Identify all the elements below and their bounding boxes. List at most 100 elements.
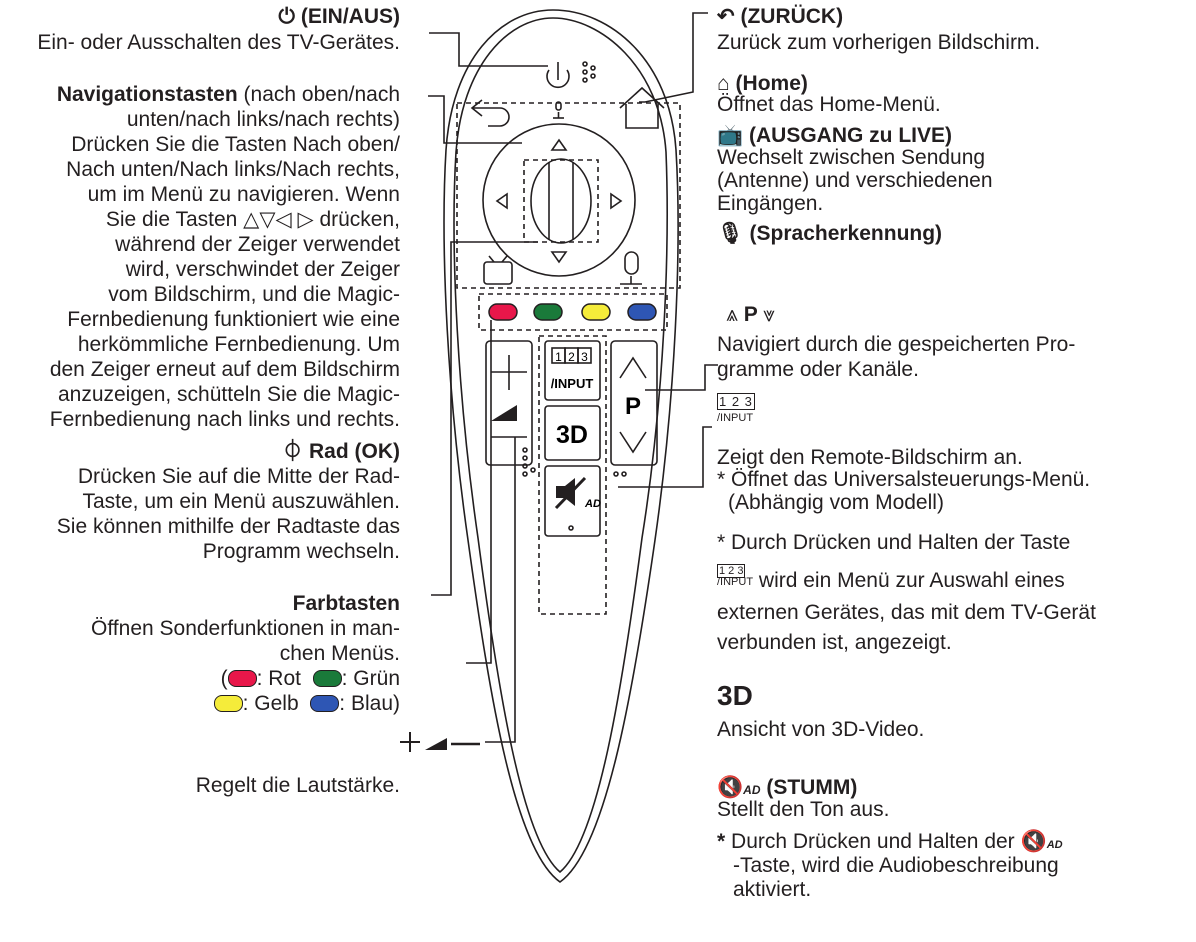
input-line-4-row: 1 2 3/INPUT wird ein Menü zur Auswahl ei… [717, 564, 1065, 594]
colorkeys-legend-row2: : Gelb : Blau) [213, 692, 400, 717]
channel-title: ⩓ P ⩔ [726, 303, 775, 328]
power-title-text: (EIN/AUS) [300, 5, 400, 28]
channel-line-0: Navigiert durch die gespeicherten Pro- [717, 333, 1076, 356]
mute-note-b: -Taste, wird die Audiobeschreibung [733, 854, 1059, 877]
nav-line-12: Fernbedienung nach links und rechts. [49, 408, 400, 431]
callout-line-input [618, 426, 712, 488]
channel-up-icon [619, 356, 647, 379]
live-line-0: Wechselt zwischen Sendung [717, 146, 986, 169]
nav-down-arrow-icon [550, 251, 568, 264]
input-digit-2: 2 [568, 350, 575, 364]
input-line-3: * Durch Drücken und Halten der Taste [717, 531, 1071, 554]
input-line-5: externen Gerätes, das mit dem TV-Gerät [717, 601, 1096, 624]
yellow-label: : Gelb [242, 692, 299, 715]
colorkeys-title: Farbtasten [292, 592, 400, 615]
input-inline-digits: 1 2 3 [717, 564, 746, 578]
mute-note-c: aktiviert. [733, 878, 812, 901]
mute-speaker-icon [554, 476, 587, 510]
callout-line-channel [645, 364, 718, 391]
home-title-text: (Home) [735, 72, 808, 95]
power-icon: ⏻ [278, 5, 295, 28]
red-swatch [227, 670, 257, 687]
volume-desc: Regelt die Lautstärke. [195, 774, 400, 797]
live-line-1: (Antenne) und verschiedenen [717, 169, 993, 192]
wheel-icon: ⏀ [282, 440, 304, 463]
voice-icon: 🎙 [717, 222, 744, 245]
callout-line-nav [428, 95, 522, 144]
mute-title-ad: AD [743, 783, 761, 797]
input-inline-icon: 1 2 3/INPUT [717, 564, 754, 588]
channel-up-icon-legend: ⩓ [726, 303, 738, 326]
input-digits-icon [551, 347, 592, 364]
voice-button-icon [620, 251, 642, 285]
input-inline-label: /INPUT [717, 576, 754, 588]
live-line-2: Eingängen. [717, 192, 824, 215]
channel-down-icon-legend: ⩔ [763, 303, 776, 326]
power-title: ⏻ (EIN/AUS) [278, 5, 400, 30]
voice-small-icon [553, 101, 564, 119]
wheel-line-2: Sie können mithilfe der Radtaste das [56, 515, 400, 538]
input-line-6: verbunden ist, angezeigt. [717, 631, 952, 654]
nav-line-7: vom Bildschirm, und die Magic- [108, 283, 400, 306]
colorkeys-legend-row1: (: Rot : Grün [220, 667, 400, 690]
nav-line-8: Fernbedienung funktioniert wie eine [67, 308, 400, 331]
home-icon: ⌂ [717, 72, 730, 95]
input-digits-text: 1 2 3 [717, 393, 755, 410]
nav-line-1: Drücken Sie die Tasten Nach oben/ [71, 133, 400, 156]
home-title: ⌂ (Home) [717, 72, 808, 97]
channel-line-1: gramme oder Kanäle. [717, 358, 919, 381]
threed-title: 3D [717, 680, 753, 711]
number-keys-dashed-box [538, 335, 607, 615]
colorkeys-line-0: Öffnen Sonderfunktionen in man- [91, 617, 400, 640]
mute-icon: 🔇 [717, 776, 744, 799]
red-key [488, 303, 518, 321]
nav-line-6: wird, verschwindet der Zeiger [125, 258, 400, 281]
mute-note-a: Durch Drücken und Halten der [731, 830, 1015, 853]
channel-title-text: P [743, 303, 758, 326]
input-digit-3: 3 [581, 350, 588, 364]
back-desc: Zurück zum vorherigen Bildschirm. [717, 31, 1041, 54]
navigation-ring [482, 123, 636, 277]
ok-wheel [530, 158, 592, 244]
volume-dots-icon [522, 447, 536, 477]
green-swatch [312, 670, 342, 687]
nav-up-arrow-icon [550, 138, 568, 151]
channel-rocker-outline [610, 340, 658, 466]
nav-line-11: anzuzeigen, schütteln Sie die Magic- [57, 383, 400, 406]
mute-note-ad: AD [1046, 839, 1063, 851]
channel-down-icon [619, 431, 647, 454]
blue-swatch [310, 695, 340, 712]
nav-line-10: den Zeiger erneut auf dem Bildschirm [49, 358, 400, 381]
channel-p-label: P [625, 393, 641, 420]
callout-line-back-home [639, 12, 708, 103]
back-button-icon [470, 99, 510, 127]
voice-title: 🎙 (Spracherkennung) [717, 222, 942, 247]
mute-note-icon: 🔇 [1020, 830, 1047, 853]
mute-title: 🔇AD (STUMM) [717, 776, 857, 803]
callout-line-colorkeys [466, 320, 492, 664]
mute-button [544, 465, 601, 537]
mute-desc: Stellt den Ton aus. [717, 798, 890, 821]
input-line-0: Zeigt den Remote-Bildschirm an. [717, 446, 1023, 469]
nav-line-4: Sie die Tasten △▽◁ ▷ drücken, [105, 208, 400, 231]
nav-title: Navigationstasten (nach oben/nach [57, 83, 400, 108]
input-line-4: wird ein Menü zur Auswahl eines [758, 569, 1065, 592]
volume-rocker-outline [485, 340, 533, 466]
nav-line-5: während der Zeiger verwendet [115, 233, 400, 256]
mute-note-row: * Durch Drücken und Halten der 🔇AD [717, 830, 1063, 858]
input-label: /INPUT [717, 412, 754, 424]
wheel-dashed-box [523, 159, 599, 243]
input-digits: 1 2 3 [717, 393, 755, 410]
input-line-2: (Abhängig vom Modell) [728, 491, 944, 514]
nav-left-arrow-icon [495, 192, 508, 210]
volume-triangle-icon [491, 405, 517, 421]
mute-note-asterisk: * [717, 830, 726, 853]
live-title-text: (AUSGANG zu LIVE) [749, 124, 952, 147]
home-desc: Öffnet das Home-Menü. [717, 93, 941, 116]
input-line-1: * Öffnet das Universalsteuerungs-Menü. [717, 468, 1091, 491]
input-button [544, 340, 601, 401]
green-label: : Grün [341, 667, 400, 690]
top-keys-dashed-box [456, 102, 681, 289]
power-desc: Ein- oder Ausschalten des TV-Gerätes. [37, 31, 400, 54]
